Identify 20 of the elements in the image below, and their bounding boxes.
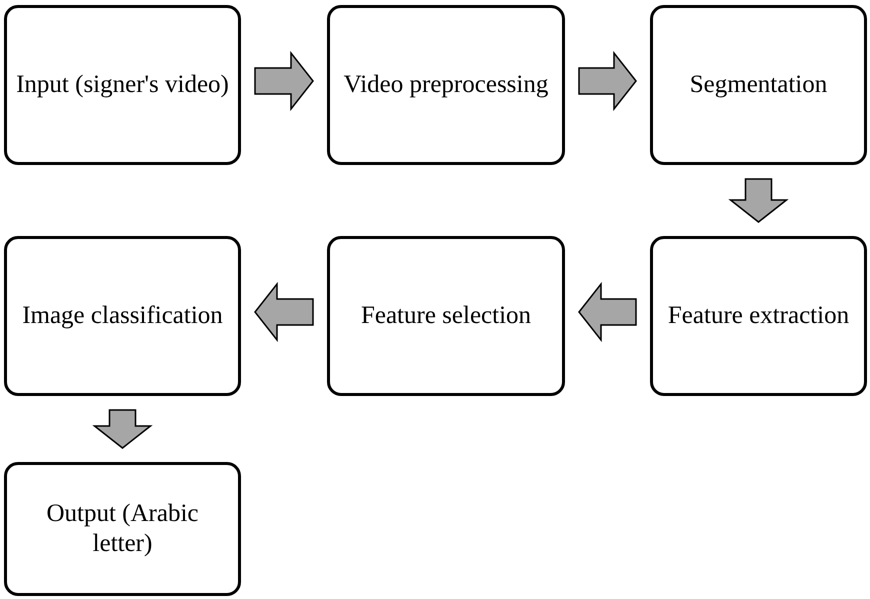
process-box bbox=[650, 5, 867, 165]
block-arrow bbox=[728, 178, 789, 223]
step-label: Feature selection bbox=[360, 301, 532, 331]
process-box bbox=[4, 5, 241, 165]
process-box bbox=[650, 236, 867, 396]
step-label: Input (signer's video) bbox=[16, 70, 229, 100]
step-label: Image classification bbox=[22, 301, 223, 331]
block-arrow bbox=[92, 409, 153, 449]
block-arrow bbox=[578, 50, 637, 112]
process-box bbox=[327, 5, 565, 165]
process-box bbox=[4, 236, 241, 396]
step-label: Segmentation bbox=[690, 70, 828, 100]
block-arrow bbox=[254, 282, 314, 342]
block-arrow bbox=[578, 282, 637, 342]
step-label: Video preprocessing bbox=[344, 70, 548, 100]
step-label: Output (Arabic letter) bbox=[45, 499, 200, 559]
step-label: Feature extraction bbox=[668, 301, 850, 331]
block-arrow bbox=[254, 50, 314, 112]
process-box bbox=[4, 462, 241, 596]
process-box bbox=[327, 236, 565, 396]
